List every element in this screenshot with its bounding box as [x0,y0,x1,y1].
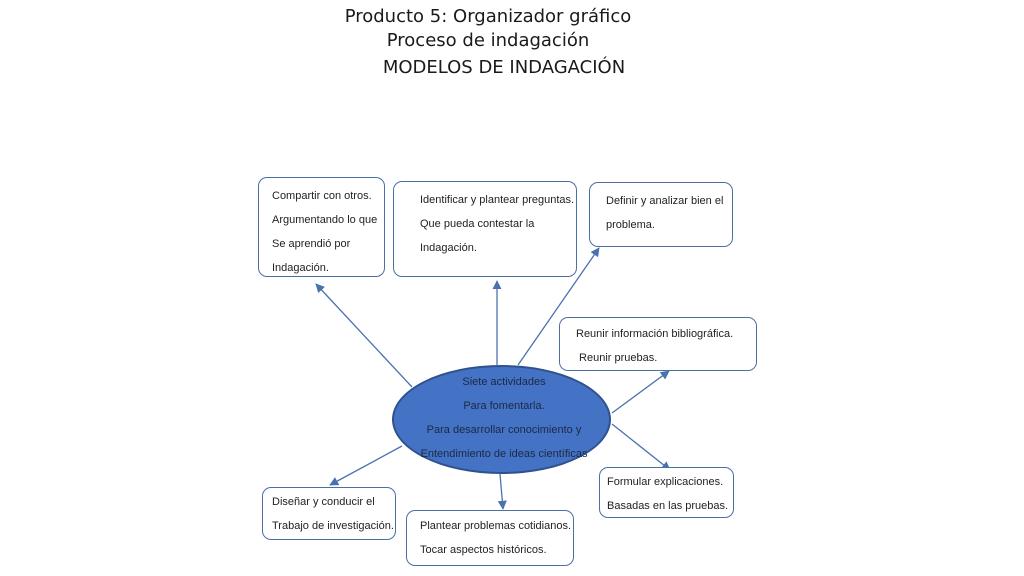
node-line: Definir y analizar bien el [606,195,724,207]
node-identificar: Identificar y plantear preguntas. Que pu… [393,181,577,277]
arrow-to-definir [517,247,600,366]
node-definir: Definir y analizar bien el problema. [589,182,733,247]
node-line: Reunir pruebas. [576,352,658,364]
node-line: Trabajo de investigación. [272,520,394,532]
node-reunir: Reunir información bibliográfica. Reunir… [559,317,757,371]
arrow-to-compartir [315,283,413,388]
center-line: Entendimiento de ideas científicas [420,448,588,460]
node-line: Diseñar y conducir el [272,496,375,508]
title-line-1: Producto 5: Organizador gráfico [344,6,632,27]
node-line: Indagación. [420,242,477,254]
node-line: Que pueda contestar la [420,218,535,230]
node-line: Tocar aspectos históricos. [420,544,547,556]
node-disenar: Diseñar y conducir el Trabajo de investi… [262,487,396,540]
node-line: Identificar y plantear preguntas. [420,194,575,206]
center-text: Siete actividades Para fomentarla. Para … [392,370,616,466]
arrow-to-disenar [329,445,403,486]
node-plantear: Plantear problemas cotidianos. Tocar asp… [406,510,574,566]
node-line: Basadas en las pruebas. [607,500,729,512]
node-compartir: Compartir con otros. Argumentando lo que… [258,177,385,277]
node-line: Formular explicaciones. [607,476,724,488]
center-line: Para fomentarla. [463,400,545,412]
center-ellipse [392,365,611,474]
subtitle: MODELOS DE INDAGACIÓN [382,57,626,78]
arrow-to-plantear [497,473,507,510]
center-line: Para desarrollar conocimiento y [426,424,582,436]
arrow-to-reunir [611,370,670,414]
node-line: Argumentando lo que [272,214,378,226]
arrow-to-formular [611,423,671,471]
node-line: Se aprendió por [272,238,351,250]
node-line: Reunir información bibliográfica. [576,328,734,340]
center-line: Siete actividades [462,376,546,388]
node-line: problema. [606,219,655,231]
node-line: Indagación. [272,262,329,274]
node-formular: Formular explicaciones. Basadas en las p… [599,467,734,518]
title-line-2: Proceso de indagación [386,30,590,51]
node-line: Compartir con otros. [272,190,372,202]
node-line: Plantear problemas cotidianos. [420,520,572,532]
